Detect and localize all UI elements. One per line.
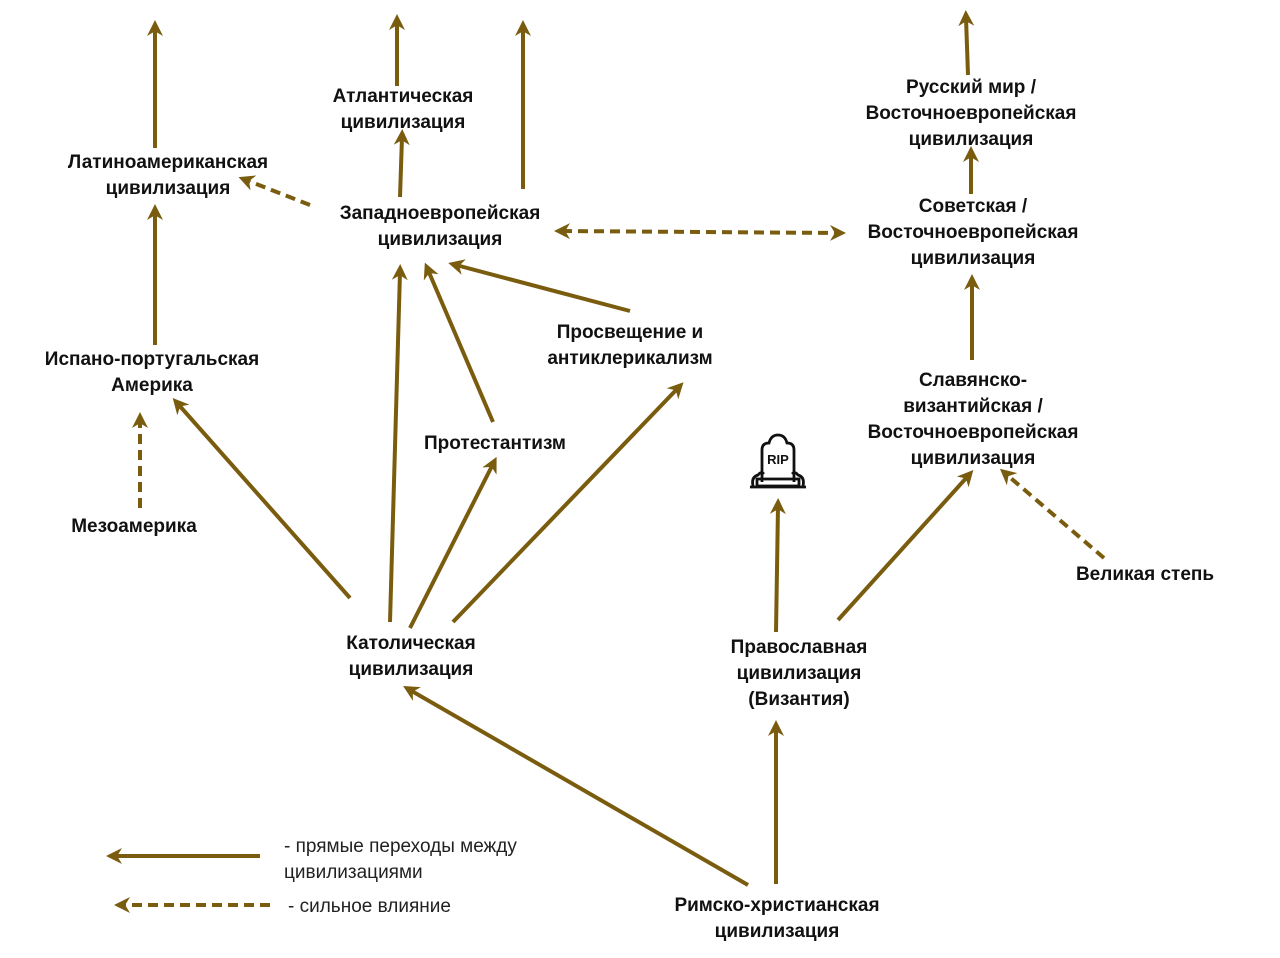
node-catholic-civilization: Католическая цивилизация (346, 633, 476, 680)
edge-roman-to-catholic (403, 686, 749, 887)
edge-catholic-to-enlight (451, 382, 684, 624)
node-orthodox-civilization: Православная цивилизация (Византия) (730, 637, 868, 710)
node-great-steppe: Великая степь (1075, 564, 1215, 585)
node-soviet-civilization: Советская / Восточноевропейская цивилиза… (867, 196, 1079, 269)
rip-text: RIP (767, 452, 789, 467)
edge-catholic-to-protest (408, 456, 497, 629)
edge-orthodox-to-rip (769, 498, 786, 633)
node-roman-christian-civilization: Римско-христианская цивилизация (674, 895, 880, 942)
legend-arrows (106, 848, 270, 913)
node-hispano-portuguese-america: Испано-португальская Америка (44, 349, 260, 396)
node-western-european-civilization: Западноевропейская цивилизация (339, 203, 541, 250)
node-slavic-byzantine-civilization: Славянско- византийская / Восточноевропе… (867, 370, 1079, 469)
node-mesoamerica: Мезоамерика (71, 516, 197, 537)
node-enlightenment: Просвещение и антиклерикализм (547, 322, 713, 369)
tombstone-icon: RIP (750, 433, 806, 489)
edge-weurope-to-latam (238, 175, 311, 207)
legend-dashed-label: - сильное влияние (288, 896, 451, 917)
edge-catholic-to-hispano (172, 398, 352, 600)
edge-orthodox-to-slavbyz (836, 470, 974, 622)
node-protestantism: Протестантизм (424, 433, 566, 454)
edge-protest-to-weurope (423, 262, 495, 423)
edge-catholic-to-weurope (388, 264, 408, 623)
edge-enlight-to-weurope (448, 259, 631, 313)
edge-russian-to-future (958, 10, 975, 76)
edge-steppe-to-slavbyz (999, 468, 1106, 560)
node-russian-world: Русский мир / Восточноевропейская цивили… (865, 77, 1077, 150)
node-latin-american-civilization: Латиноамериканская цивилизация (67, 152, 269, 199)
edge-weurope-to-atlantic (393, 129, 410, 198)
legend-solid-label: - прямые переходы между цивилизациями (284, 836, 517, 883)
edge-weurope-to-soviet (554, 223, 846, 241)
node-atlantic-civilization: Атлантическая цивилизация (332, 86, 474, 133)
